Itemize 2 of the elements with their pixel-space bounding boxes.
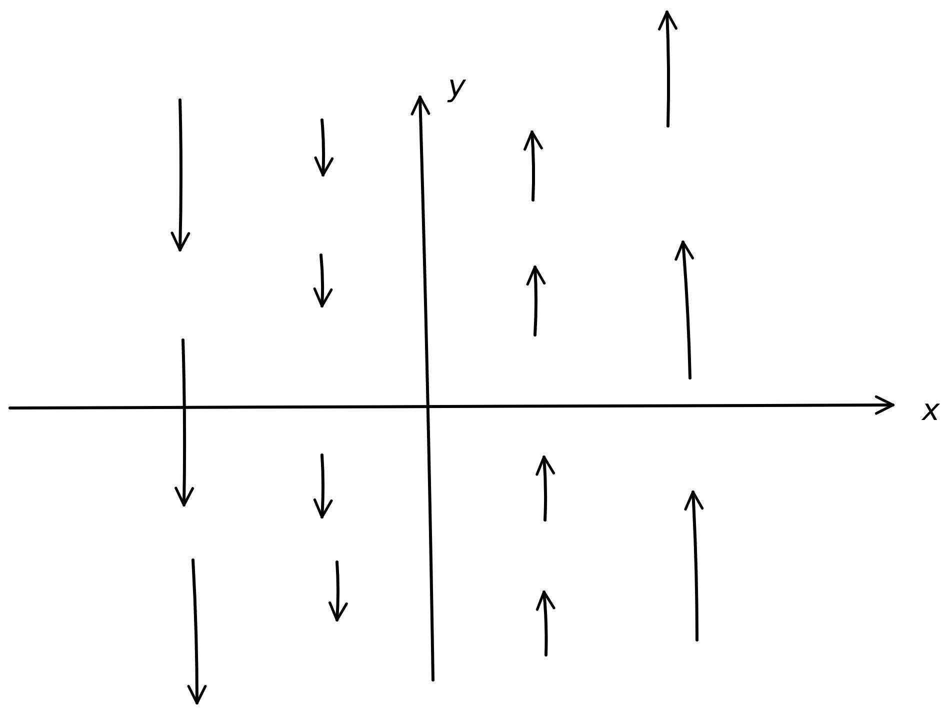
axis-label: y xyxy=(448,72,466,102)
axis-label: x xyxy=(922,396,940,426)
